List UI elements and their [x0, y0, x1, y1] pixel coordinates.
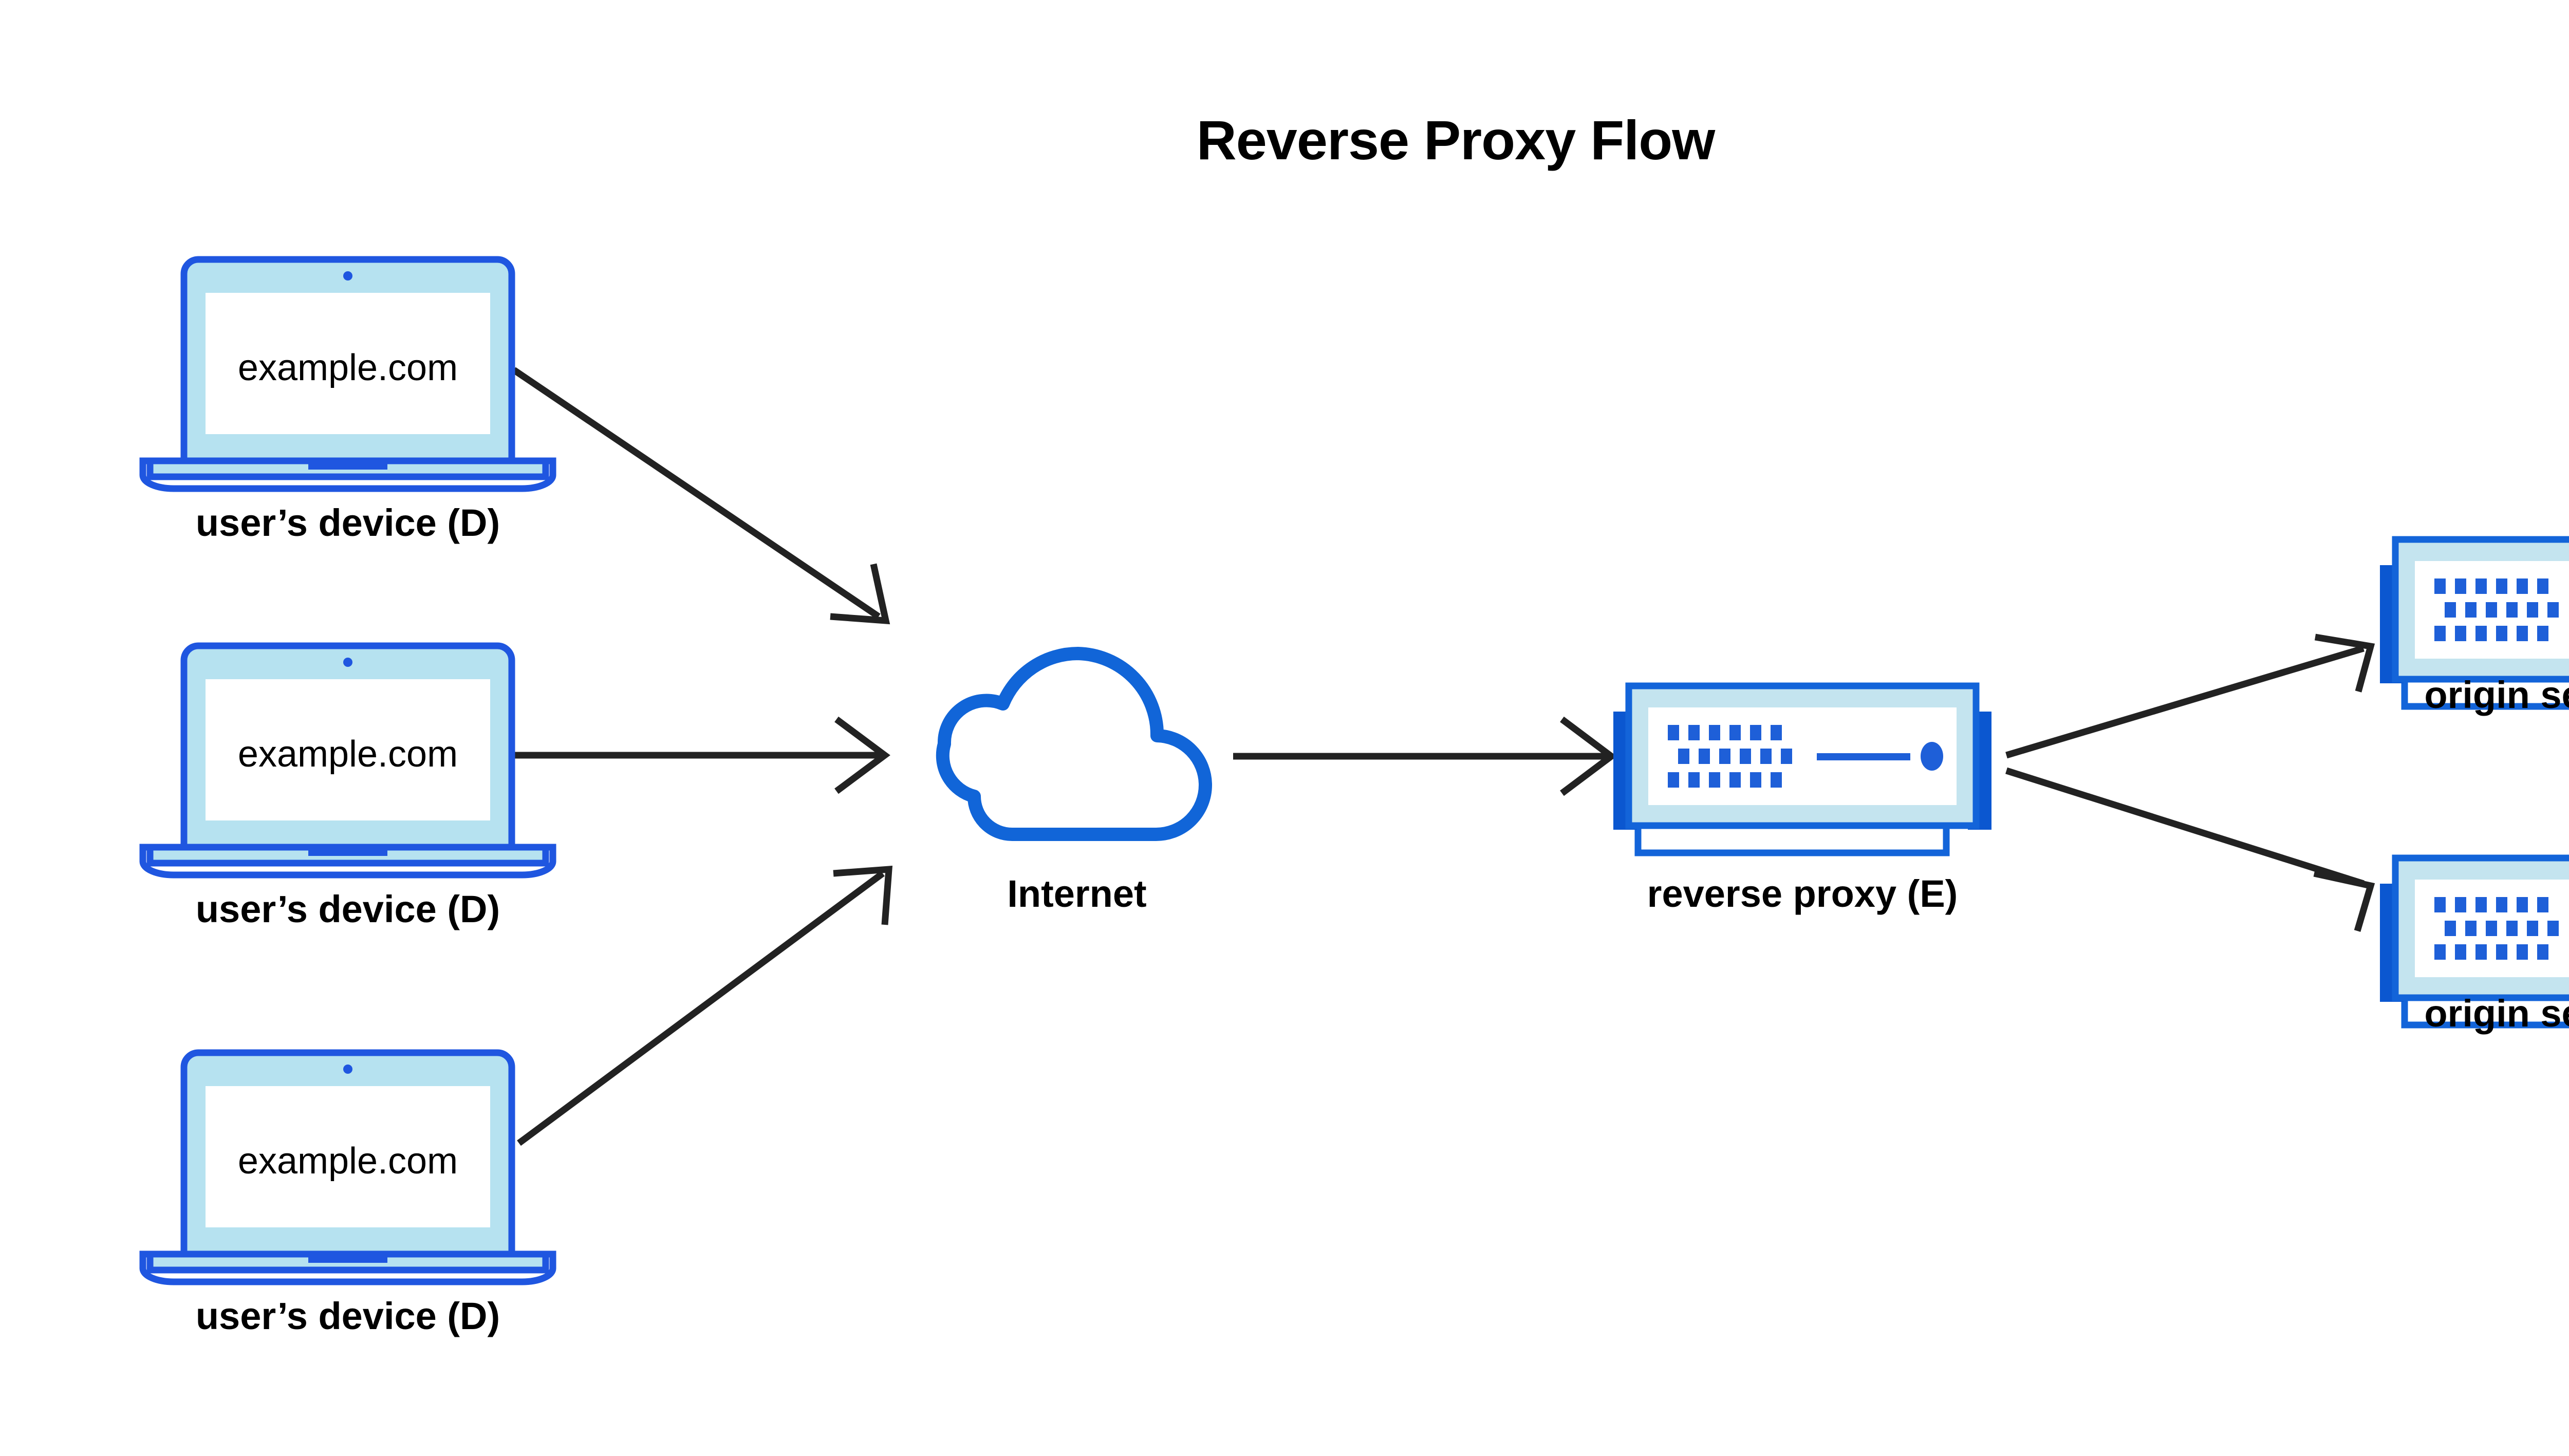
- node-device-1[interactable]: example.com user’s device (D): [143, 259, 553, 544]
- edge-proxy-origin1: [2005, 633, 2375, 759]
- page-title: Reverse Proxy Flow: [1197, 109, 1716, 171]
- device-screen-text: example.com: [238, 734, 458, 775]
- device-screen-text: example.com: [238, 347, 458, 388]
- node-internet[interactable]: Internet: [943, 654, 1205, 915]
- device-label: user’s device (D): [196, 1295, 500, 1337]
- node-origin-1[interactable]: origin server (F): [2380, 539, 2569, 716]
- internet-label: Internet: [1007, 872, 1146, 915]
- device-screen-text: example.com: [238, 1141, 458, 1182]
- node-device-3[interactable]: example.com user’s device (D): [143, 1053, 553, 1337]
- edge-internet-proxy: [1233, 716, 1617, 796]
- edge-device3-internet: [517, 865, 893, 1146]
- edge-device1-internet: [512, 367, 890, 625]
- device-label: user’s device (D): [196, 888, 500, 930]
- node-origin-2[interactable]: origin server (F): [2380, 858, 2569, 1035]
- origin-server-label: origin server (F): [2424, 674, 2569, 716]
- edge-proxy-origin2: [2005, 767, 2375, 932]
- edge-device2-internet: [514, 716, 890, 794]
- cloud-icon: [943, 654, 1205, 834]
- node-device-2[interactable]: example.com user’s device (D): [143, 646, 553, 930]
- server-icon: [1613, 686, 1991, 853]
- origin-server-label: origin server (F): [2424, 992, 2569, 1035]
- node-reverse-proxy[interactable]: reverse proxy (E): [1613, 686, 1991, 915]
- reverse-proxy-label: reverse proxy (E): [1647, 872, 1958, 915]
- device-label: user’s device (D): [196, 501, 500, 544]
